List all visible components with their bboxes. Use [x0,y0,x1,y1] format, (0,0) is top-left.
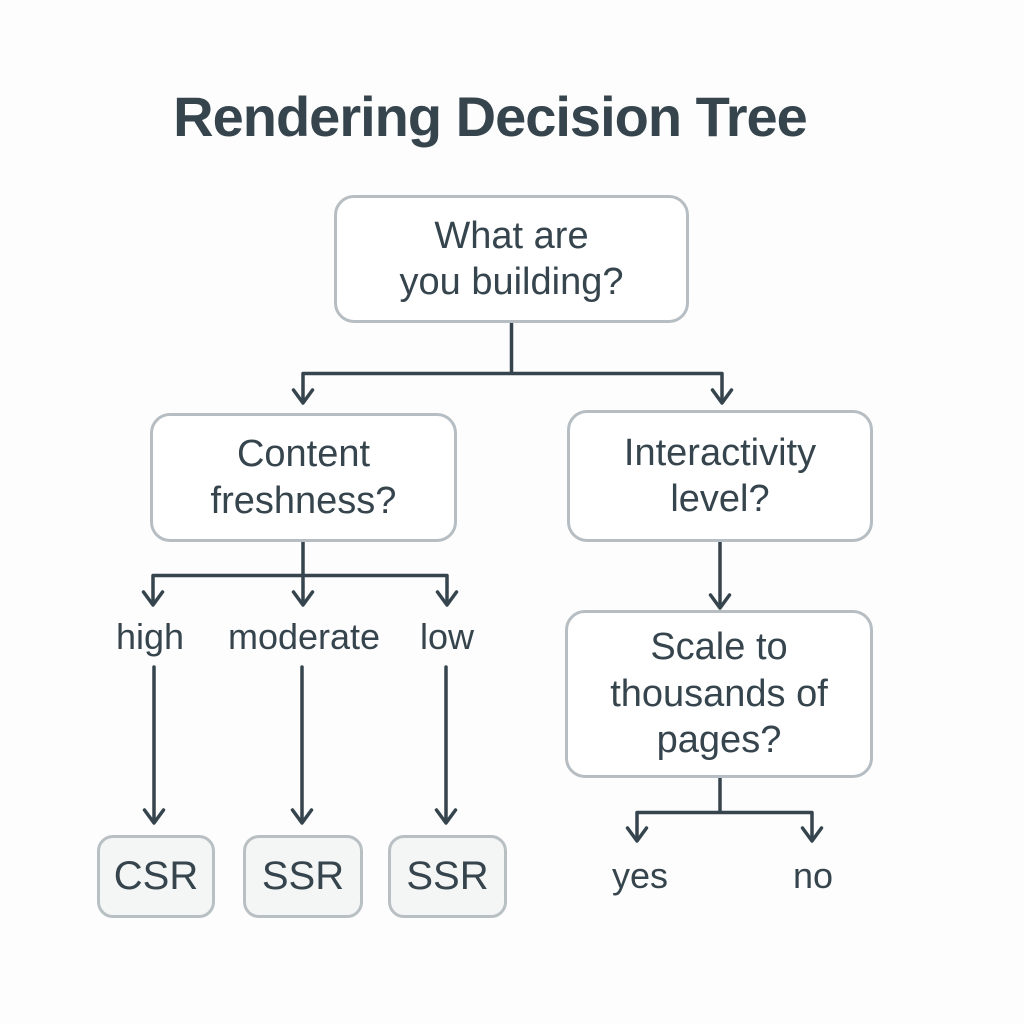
arrow-down-icon [708,593,732,610]
edge-root-split [301,371,724,402]
arrow-down-icon [290,808,314,825]
node-what-are-you-building: What are you building? [334,195,689,323]
edge-label-low: low [419,616,475,657]
arrow-down-icon [141,590,165,607]
arrow-down-icon [434,808,458,825]
edge-content-split [151,573,449,604]
arrow-down-icon [291,590,315,607]
arrow-down-icon [142,808,166,825]
edge-label-moderate: moderate [227,616,381,657]
edge-scale-split [635,810,814,839]
node-scale-to-thousands-of-pages: Scale to thousands of pages? [565,610,873,778]
node-content-freshness: Content freshness? [150,413,457,542]
edge-label-yes: yes [611,855,669,896]
node-interactivity-level: Interactivity level? [567,410,873,542]
arrow-down-icon [291,388,315,405]
arrow-down-icon [435,590,459,607]
arrow-down-icon [625,826,649,843]
node-result-ssr-low: SSR [388,835,507,918]
arrow-down-icon [710,388,734,405]
node-result-csr: CSR [97,835,215,918]
edge-label-high: high [115,616,185,657]
edge-label-no: no [792,855,834,896]
node-result-ssr-moderate: SSR [243,835,363,918]
diagram-title: Rendering Decision Tree [173,85,808,148]
arrow-down-icon [800,826,824,843]
